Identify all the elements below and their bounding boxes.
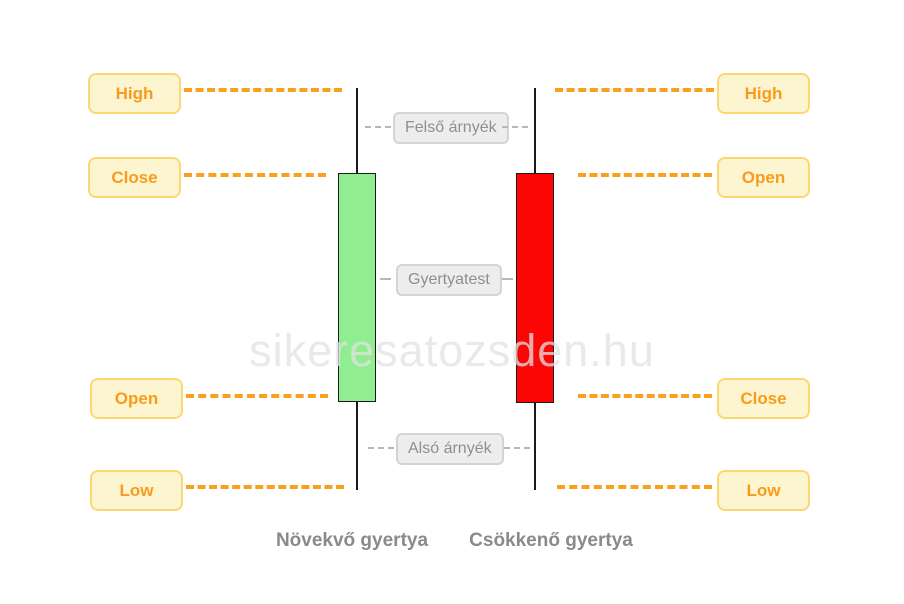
bearish-high-label: High	[717, 73, 810, 114]
bearish-close-connector	[578, 394, 712, 398]
upper-shadow-connector-right	[502, 126, 528, 128]
bearish-candle-body	[516, 173, 554, 403]
bullish-low-connector	[186, 485, 344, 489]
bullish-low-label: Low	[90, 470, 183, 511]
bullish-candle-body	[338, 173, 376, 402]
bullish-open-label: Open	[90, 378, 183, 419]
bearish-close-label: Close	[717, 378, 810, 419]
bullish-open-connector	[186, 394, 328, 398]
upper-shadow-label: Felső árnyék	[393, 112, 509, 144]
bullish-candle-caption: Növekvő gyertya	[275, 530, 429, 551]
bullish-close-connector	[184, 173, 326, 177]
lower-shadow-connector-left	[368, 447, 394, 449]
bearish-open-connector	[578, 173, 712, 177]
bearish-open-label: Open	[717, 157, 810, 198]
bullish-close-label: Close	[88, 157, 181, 198]
body-connector-left	[380, 278, 391, 280]
bearish-low-connector	[557, 485, 712, 489]
lower-shadow-connector-right	[504, 447, 530, 449]
bullish-high-label: High	[88, 73, 181, 114]
body-connector-right	[502, 278, 513, 280]
bearish-candle-caption: Csökkenő gyertya	[469, 530, 633, 551]
bullish-high-connector	[184, 88, 342, 92]
bearish-high-connector	[555, 88, 714, 92]
bearish-low-label: Low	[717, 470, 810, 511]
watermark-text: sikeresatozsden.hu	[249, 325, 655, 376]
body-label: Gyertyatest	[396, 264, 502, 296]
lower-shadow-label: Alsó árnyék	[396, 433, 504, 465]
upper-shadow-connector-left	[365, 126, 391, 128]
